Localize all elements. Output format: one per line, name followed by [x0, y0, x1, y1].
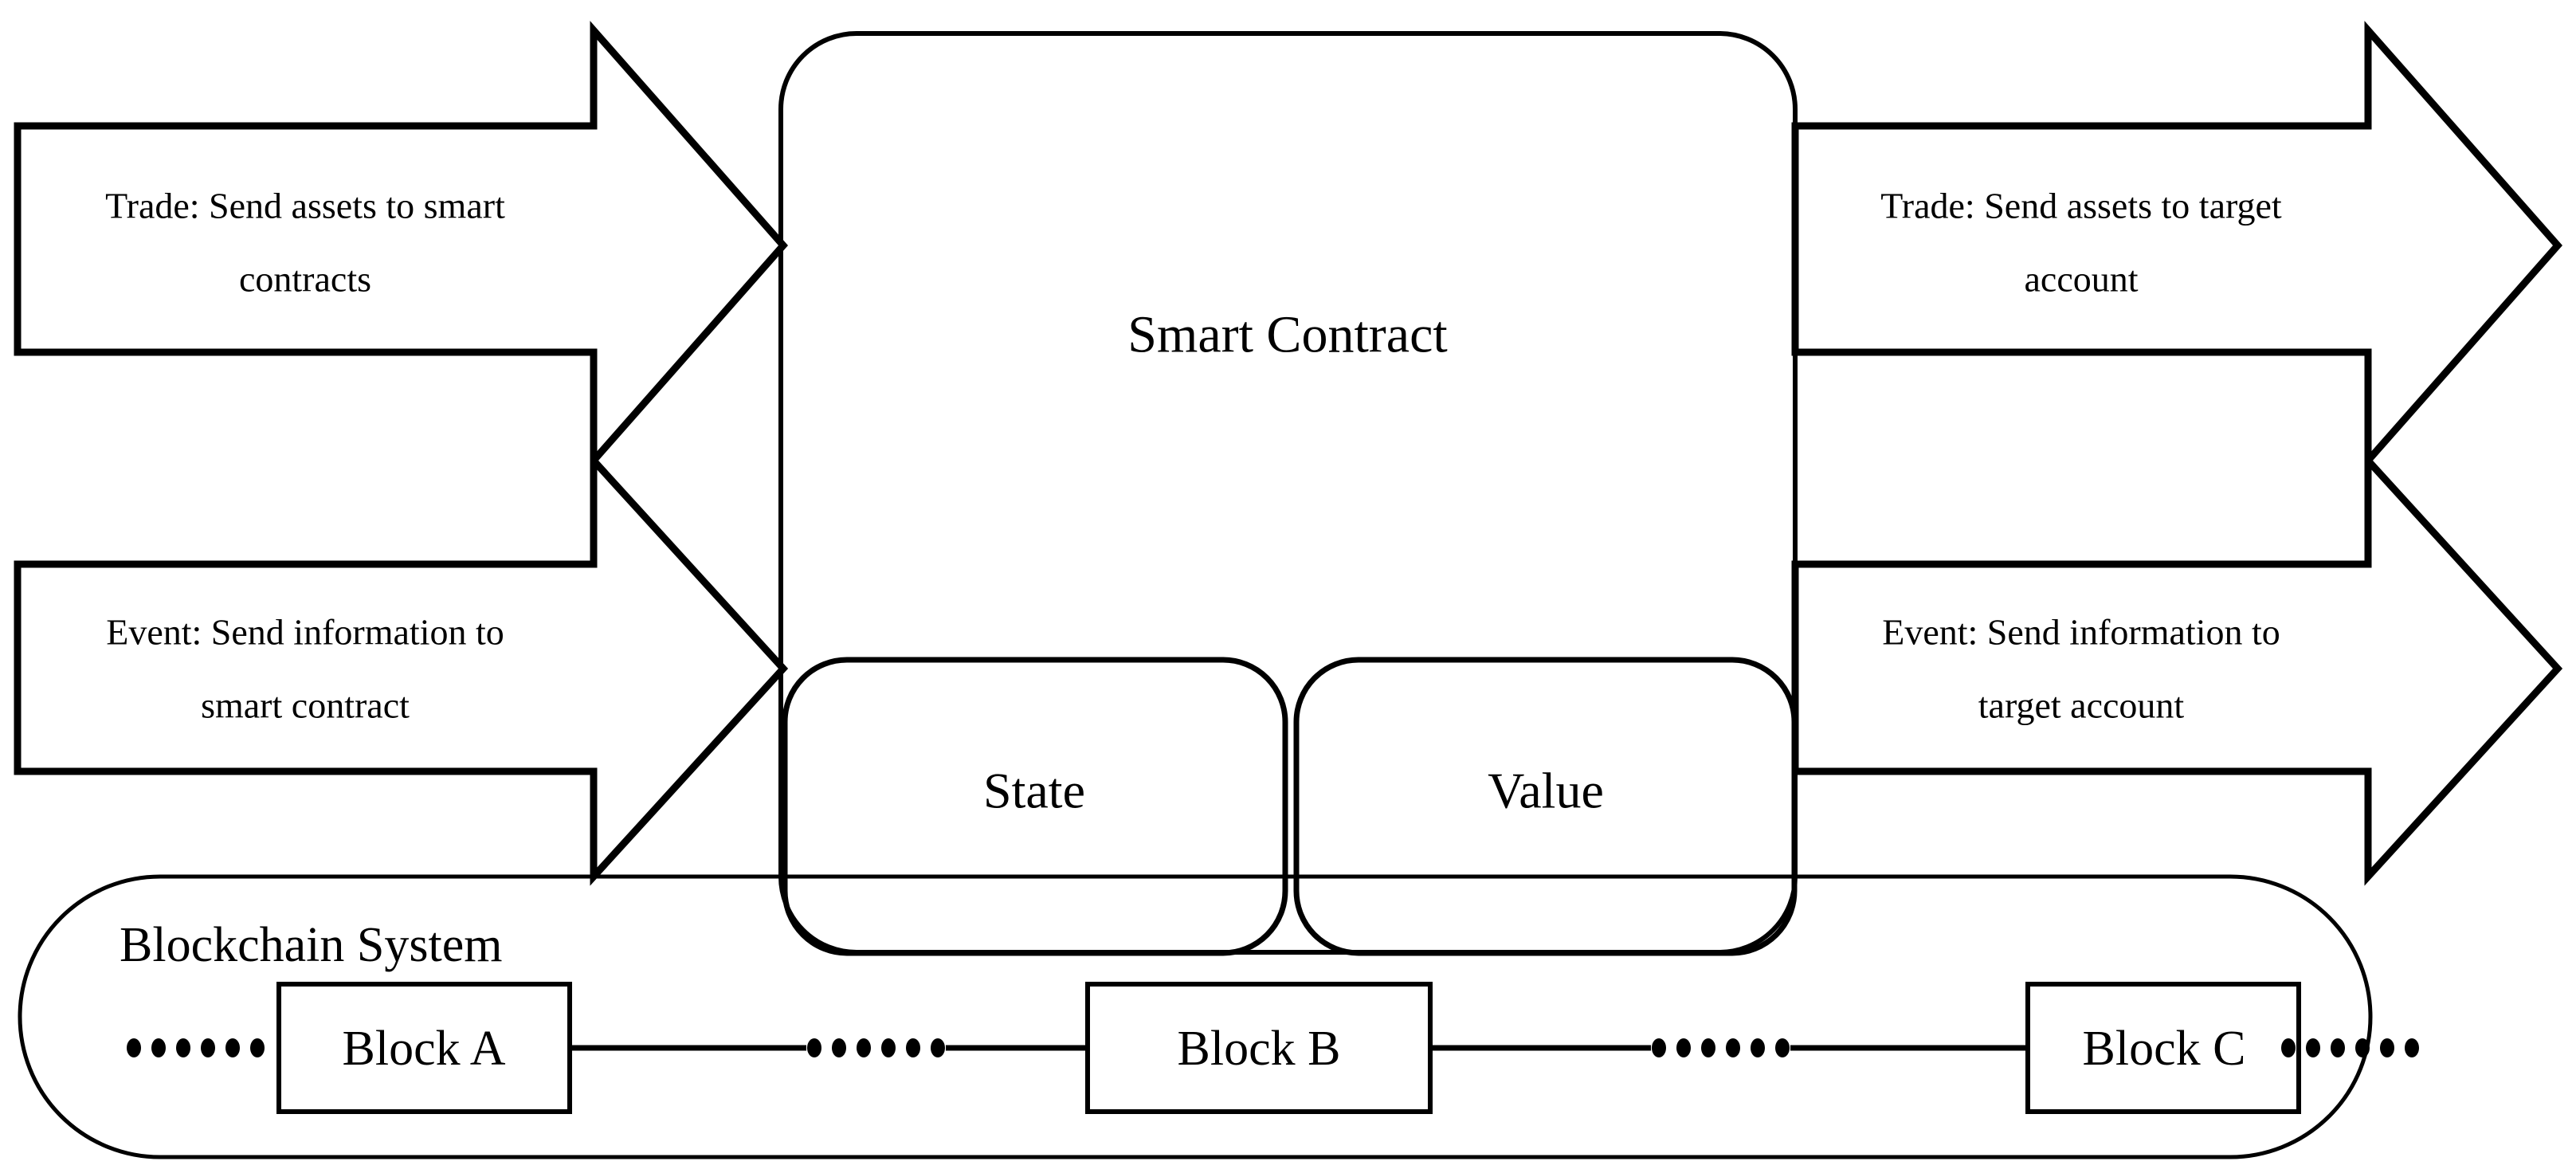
event-output-arrow	[1791, 451, 2563, 886]
trade-input-label-line1: Trade: Send assets to smart	[105, 186, 505, 226]
block-b-label: Block B	[1178, 1022, 1341, 1076]
ellipsis-dots-left	[127, 1038, 265, 1057]
event-output-label-line2: target account	[1978, 685, 2185, 726]
blockchain-system-container	[18, 874, 2373, 1159]
ellipsis-dots-right	[2281, 1038, 2419, 1057]
block-c-label: Block C	[2083, 1022, 2246, 1076]
trade-output-label-line2: account	[2024, 259, 2138, 300]
event-input-arrow	[14, 451, 789, 886]
trade-output-arrow	[1791, 21, 2562, 470]
value-box	[1293, 657, 1798, 956]
block-a-label: Block A	[343, 1022, 506, 1076]
event-input-label-line1: Event: Send information to	[106, 612, 504, 653]
ellipsis-dots-a-b	[807, 1038, 945, 1057]
state-label: State	[983, 763, 1085, 819]
blockchain-system-title: Blockchain System	[120, 918, 502, 972]
trade-input-label-line2: contracts	[239, 259, 371, 300]
event-output-label-line1: Event: Send information to	[1882, 612, 2280, 653]
state-box	[782, 657, 1288, 956]
smart-contract-title: Smart Contract	[1127, 306, 1447, 364]
smart-contract-box	[778, 31, 1798, 955]
ellipsis-dots-b-c	[1652, 1038, 1790, 1057]
event-input-label-line2: smart contract	[201, 685, 410, 726]
trade-output-label-line1: Trade: Send assets to target	[1880, 186, 2282, 226]
trade-input-arrow	[14, 21, 788, 470]
value-label: Value	[1488, 763, 1604, 819]
